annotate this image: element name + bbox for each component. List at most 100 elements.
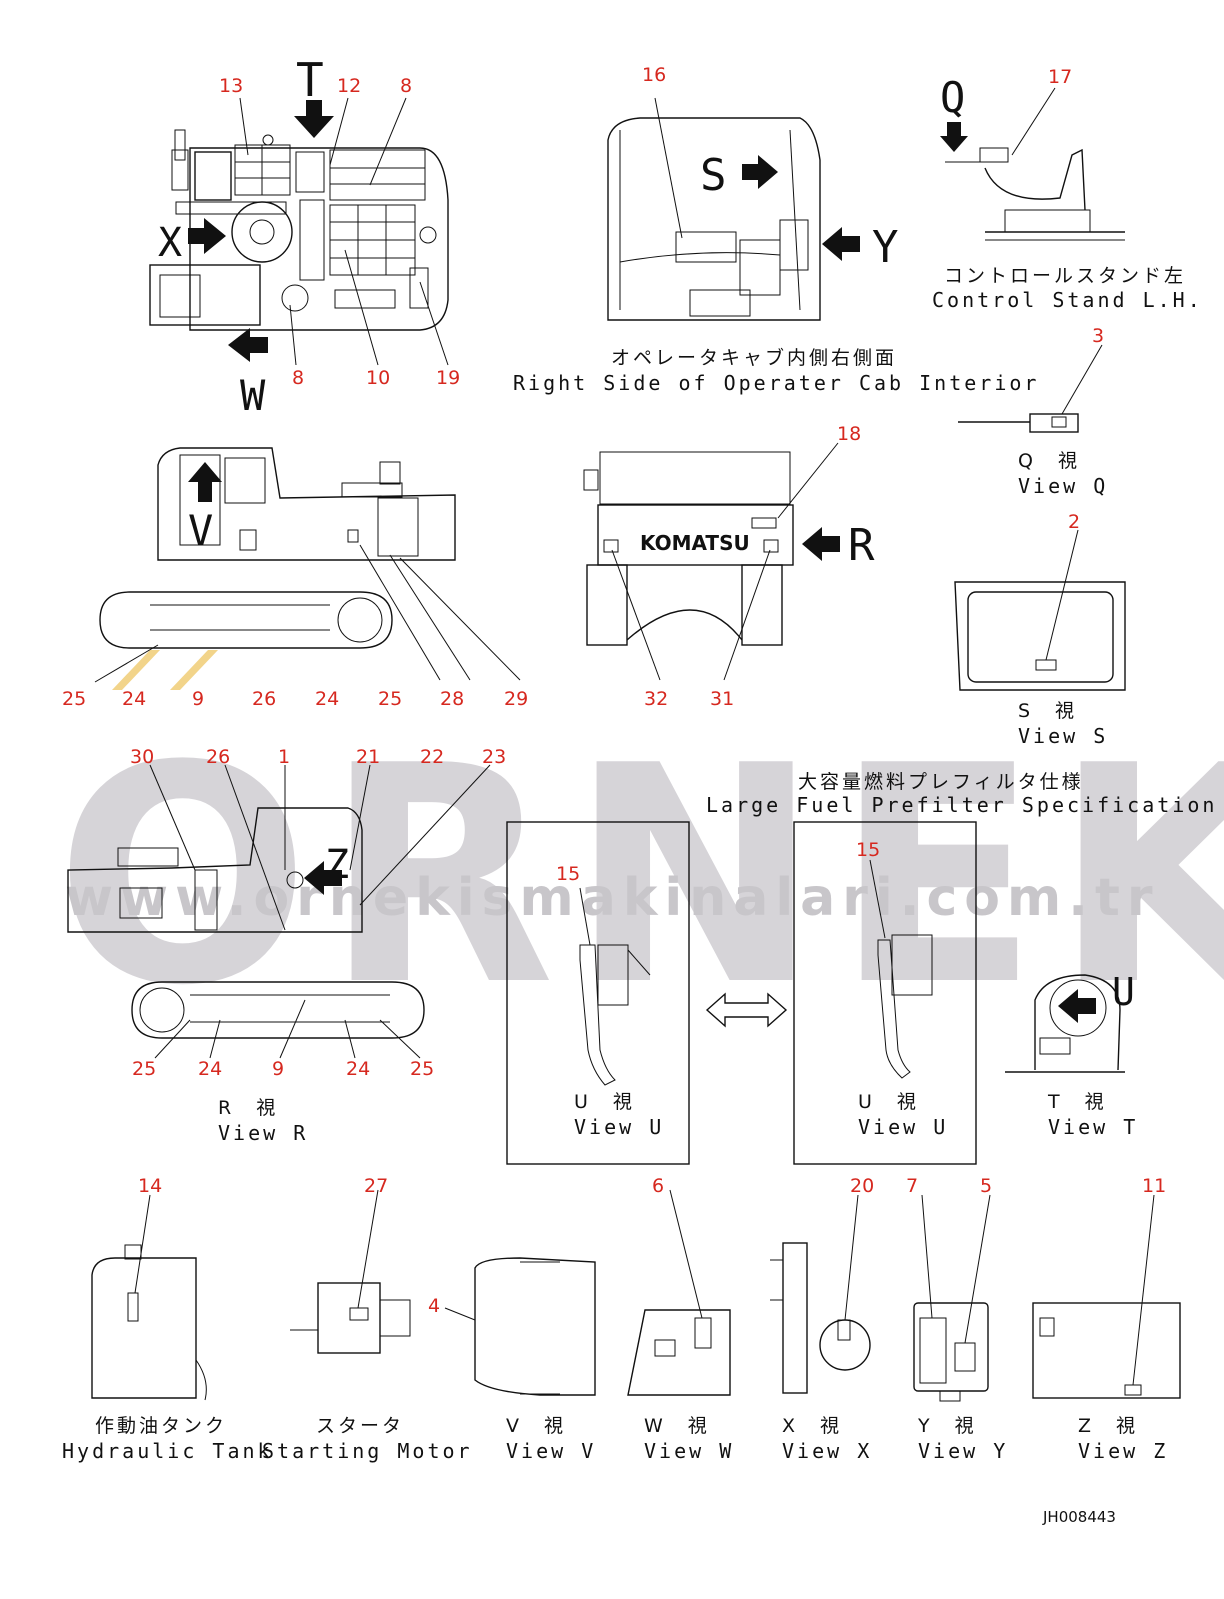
view-letter-t: T xyxy=(296,53,324,107)
caption-view-y-jp: Y 視 xyxy=(917,1415,977,1437)
callout-20: 20 xyxy=(850,1175,874,1197)
view-r-right-side: Z 30 26 1 21 22 23 25 24 9 24 25 R 視 Vie… xyxy=(67,746,506,1145)
caption-view-u2-en: View U xyxy=(858,1115,948,1139)
caption-control-stand-jp: コントロールスタンド左 xyxy=(944,265,1186,287)
callout-25: 25 xyxy=(132,1058,156,1080)
caption-view-r-jp: R 視 xyxy=(218,1097,278,1119)
cab-interior-view: S Y 16 オペレータキャブ内側右側面 Right Side of Opera… xyxy=(513,64,1039,395)
caption-view-u1-en: View U xyxy=(574,1115,664,1139)
watermark-brand: ORNEK xyxy=(55,702,1224,1051)
drawing-number: JH008443 xyxy=(1042,1508,1116,1526)
starting-motor-view: 27 スタータ Starting Motor xyxy=(262,1175,473,1463)
callout-15: 15 xyxy=(856,839,880,861)
view-u-box-large xyxy=(793,821,977,1165)
view-x: 20 X 視 View X xyxy=(770,1175,874,1463)
watermark-accent-mark xyxy=(112,650,160,690)
hydraulic-tank-view: 14 作動油タンク Hydraulic Tank xyxy=(62,1175,273,1463)
callout-5: 5 xyxy=(980,1175,992,1197)
callout-25: 25 xyxy=(62,688,86,710)
callout-30: 30 xyxy=(130,746,154,768)
caption-view-t-en: View T xyxy=(1048,1115,1138,1139)
watermark-accent-mark xyxy=(170,650,218,690)
callout-3: 3 xyxy=(1092,325,1104,347)
caption-view-t-jp: T 視 xyxy=(1047,1091,1107,1113)
callout-4: 4 xyxy=(428,1295,440,1317)
view-y: 7 5 Y 視 View Y xyxy=(906,1175,1008,1463)
callout-12: 12 xyxy=(337,75,361,97)
callout-21: 21 xyxy=(356,746,380,768)
prefilter-views: 大容量燃料プレフィルタ仕様 Large Fuel Prefilter Speci… xyxy=(506,771,1217,1165)
caption-view-v-jp: V 視 xyxy=(506,1415,566,1437)
callout-27: 27 xyxy=(364,1175,388,1197)
callout-25: 25 xyxy=(378,688,402,710)
watermark: ORNEK www.ornekismakinalari.com.tr xyxy=(55,650,1224,1051)
callout-2: 2 xyxy=(1068,511,1080,533)
caption-hyd-tank-jp: 作動油タンク xyxy=(95,1415,227,1437)
watermark-url: www.ornekismakinalari.com.tr xyxy=(65,868,1159,928)
view-v: 4 V 視 View V xyxy=(428,1257,596,1463)
callout-24: 24 xyxy=(122,688,146,710)
callout-26: 26 xyxy=(206,746,230,768)
caption-view-q-en: View Q xyxy=(1018,474,1108,498)
callout-29: 29 xyxy=(504,688,528,710)
caption-view-x-jp: X 視 xyxy=(782,1415,842,1437)
view-letter-v: V xyxy=(188,506,213,555)
callout-28: 28 xyxy=(440,688,464,710)
callout-26: 26 xyxy=(252,688,276,710)
callout-10: 10 xyxy=(366,367,390,389)
caption-prefilter-en: Large Fuel Prefilter Specification xyxy=(706,793,1217,817)
callout-13: 13 xyxy=(219,75,243,97)
top-view-upper-structure: T X W 13 12 8 8 10 19 xyxy=(149,53,460,420)
callout-8: 8 xyxy=(400,75,412,97)
callout-9: 9 xyxy=(192,688,204,710)
callout-16: 16 xyxy=(642,64,666,86)
view-letter-x: X xyxy=(158,220,182,266)
caption-view-r-en: View R xyxy=(218,1121,308,1145)
view-letter-q: Q xyxy=(940,73,965,122)
view-s: 2 S 視 View S xyxy=(954,511,1126,748)
view-letter-r: R xyxy=(848,520,875,571)
callout-9: 9 xyxy=(272,1058,284,1080)
callout-25: 25 xyxy=(410,1058,434,1080)
callout-6: 6 xyxy=(652,1175,664,1197)
caption-view-w-jp: W 視 xyxy=(644,1415,710,1437)
view-u-box-standard xyxy=(506,821,690,1165)
caption-starter-jp: スタータ xyxy=(316,1415,404,1437)
callout-24: 24 xyxy=(315,688,339,710)
caption-view-x-en: View X xyxy=(782,1439,872,1463)
caption-view-v-en: View V xyxy=(506,1439,596,1463)
caption-view-y-en: View Y xyxy=(918,1439,1008,1463)
caption-view-u1-jp: U 視 xyxy=(574,1091,635,1113)
caption-starter-en: Starting Motor xyxy=(262,1439,473,1463)
side-view-left: V 25 24 9 26 24 25 28 29 xyxy=(62,447,528,710)
view-q: 3 Q 視 View Q xyxy=(958,325,1108,498)
view-z: 11 Z 視 View Z xyxy=(1032,1175,1181,1463)
view-letter-w: W xyxy=(240,371,266,420)
callout-19: 19 xyxy=(436,367,460,389)
caption-view-u2-jp: U 視 xyxy=(858,1091,919,1113)
caption-prefilter-jp: 大容量燃料プレフィルタ仕様 xyxy=(798,771,1084,793)
caption-hyd-tank-en: Hydraulic Tank xyxy=(62,1439,273,1463)
callout-24: 24 xyxy=(198,1058,222,1080)
caption-view-s-jp: S 視 xyxy=(1018,700,1077,722)
caption-view-s-en: View S xyxy=(1018,724,1108,748)
callout-24: 24 xyxy=(346,1058,370,1080)
caption-cab-interior-jp: オペレータキャブ内側右側面 xyxy=(611,346,897,369)
view-letter-s: S xyxy=(700,150,727,201)
callout-7: 7 xyxy=(906,1175,918,1197)
caption-cab-interior-en: Right Side of Operater Cab Interior xyxy=(513,371,1039,395)
caption-view-z-en: View Z xyxy=(1078,1439,1168,1463)
view-t: U T 視 View T xyxy=(1005,970,1138,1139)
brand-plate-text: KOMATSU xyxy=(640,531,750,555)
callout-11: 11 xyxy=(1142,1175,1166,1197)
callout-15: 15 xyxy=(556,863,580,885)
callout-32: 32 xyxy=(644,688,668,710)
callout-14: 14 xyxy=(138,1175,162,1197)
callout-23: 23 xyxy=(482,746,506,768)
view-w: 6 W 視 View W xyxy=(627,1175,731,1463)
callout-8: 8 xyxy=(292,367,304,389)
callout-18: 18 xyxy=(837,423,861,445)
callout-1: 1 xyxy=(278,746,290,768)
control-stand-view: Q 17 コントロールスタンド左 Control Stand L.H. xyxy=(932,66,1200,312)
